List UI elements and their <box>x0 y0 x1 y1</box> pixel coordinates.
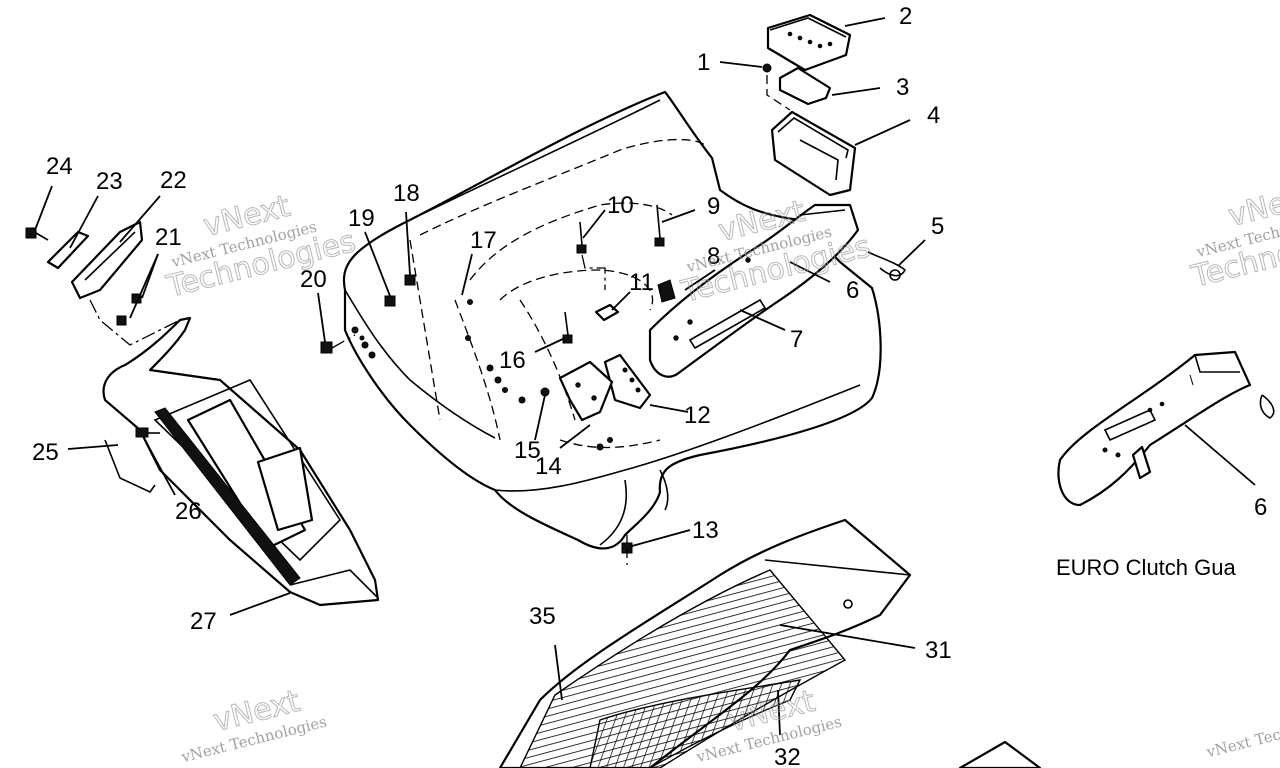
callout-10: 10 <box>607 192 634 219</box>
watermark-small-6: vNext Technologies <box>1204 708 1280 762</box>
callout-16: 16 <box>499 347 526 374</box>
callout-32: 32 <box>774 744 801 768</box>
leader-lines <box>34 17 1256 736</box>
callout-4: 4 <box>927 102 940 129</box>
inset-callout-6: 6 <box>1254 494 1267 521</box>
side-panel <box>102 316 380 607</box>
callout-2: 2 <box>899 3 912 30</box>
inset-caption: EURO Clutch Gua <box>1056 555 1236 580</box>
callout-21: 21 <box>155 224 182 251</box>
grab-bar-23 <box>46 230 90 270</box>
corner-part-bottom-right <box>958 740 1042 768</box>
callout-14: 14 <box>535 453 562 480</box>
clutch-guard <box>648 203 860 378</box>
callout-9: 9 <box>707 193 720 220</box>
console-box <box>770 110 857 197</box>
callout-24: 24 <box>46 153 73 180</box>
callout-18: 18 <box>393 180 420 207</box>
callout-12: 12 <box>684 402 711 429</box>
console-pad <box>778 66 832 106</box>
callout-3: 3 <box>896 74 909 101</box>
hinge-14 <box>558 360 614 422</box>
fasteners-18-19-20 <box>320 274 416 354</box>
callout-13: 13 <box>692 517 719 544</box>
callout-19: 19 <box>348 205 375 232</box>
callout-1: 1 <box>697 49 710 76</box>
callout-25: 25 <box>32 439 59 466</box>
callout-numbers: 2 1 3 4 5 6 7 8 9 10 11 12 13 14 15 16 1… <box>32 3 1267 768</box>
bolt-24 <box>25 227 49 241</box>
callout-26: 26 <box>175 498 202 525</box>
callout-35: 35 <box>529 603 556 630</box>
console-lid <box>766 13 852 72</box>
lower-panel <box>498 518 912 768</box>
hook-pin-5 <box>867 251 907 281</box>
callout-11: 11 <box>629 269 654 296</box>
callout-20: 20 <box>300 266 327 293</box>
bracket-22 <box>70 220 144 300</box>
callout-6: 6 <box>846 277 859 304</box>
callout-5: 5 <box>931 213 944 240</box>
callout-31: 31 <box>925 637 952 664</box>
rod-26 <box>135 427 160 438</box>
callout-27: 27 <box>190 608 217 635</box>
callout-23: 23 <box>96 168 123 195</box>
latch-12 <box>603 353 652 410</box>
callout-7: 7 <box>790 326 803 353</box>
screw-1 <box>762 63 791 111</box>
hood-shell <box>342 90 882 550</box>
callout-8: 8 <box>707 243 720 270</box>
callout-22: 22 <box>160 167 187 194</box>
bolts-9-10 <box>576 204 665 290</box>
callout-15: 15 <box>514 437 541 464</box>
callout-17: 17 <box>470 227 497 254</box>
euro-clutch-guard <box>1057 350 1275 507</box>
nut-13 <box>621 535 633 565</box>
